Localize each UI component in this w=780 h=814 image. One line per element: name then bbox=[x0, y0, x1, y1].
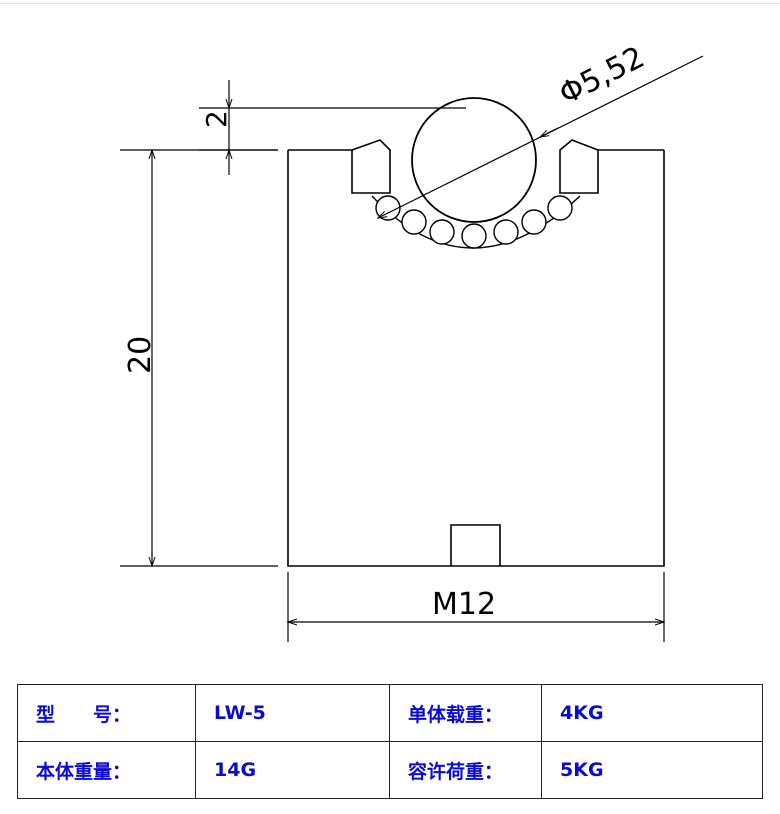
support-balls bbox=[371, 195, 581, 249]
protrusion-label: 2 bbox=[200, 110, 233, 128]
housing-body bbox=[287, 149, 665, 567]
height-label: 20 bbox=[123, 336, 158, 374]
unit-load-label: 单体载重： bbox=[389, 684, 542, 742]
bottom-slot bbox=[450, 524, 501, 566]
height-dimension bbox=[120, 150, 278, 566]
body-weight-value: 14G bbox=[195, 741, 390, 799]
retainer-lips bbox=[351, 139, 599, 194]
body-weight-label: 本体重量： bbox=[17, 741, 196, 799]
top-border bbox=[0, 3, 780, 4]
table-row: 本体重量： 14G 容许荷重： 5KG bbox=[17, 741, 763, 799]
diameter-label: Φ5,52 bbox=[554, 40, 650, 112]
allowable-load-value: 5KG bbox=[541, 741, 763, 799]
model-label: 型 号： bbox=[17, 684, 196, 742]
thread-label: M12 bbox=[432, 587, 496, 622]
table-row: 型 号： LW-5 单体载重： 4KG bbox=[17, 684, 763, 742]
main-ball bbox=[411, 97, 537, 223]
allowable-load-label: 容许荷重： bbox=[389, 741, 542, 799]
technical-drawing: Φ5,52 2 20 M12 bbox=[120, 40, 704, 642]
unit-load-value: 4KG bbox=[541, 684, 763, 742]
spec-table: 型 号： LW-5 单体载重： 4KG 本体重量： 14G 容许荷重： 5KG bbox=[17, 684, 763, 799]
model-value: LW-5 bbox=[195, 684, 390, 742]
thread-dimension bbox=[288, 572, 664, 642]
